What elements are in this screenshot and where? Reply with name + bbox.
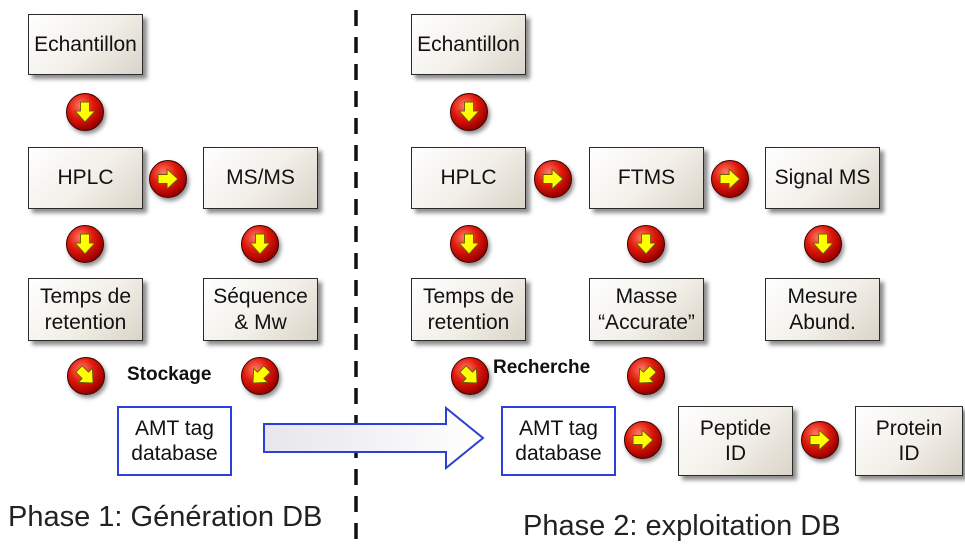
arrow-down-icon — [450, 93, 488, 131]
arrow-down-right-icon — [67, 357, 105, 395]
p2-echantillon-box: Echantillon — [411, 14, 526, 75]
arrow-right-icon — [624, 421, 662, 459]
p1-sequence-mw-label: Séquence & Mw — [213, 285, 308, 334]
p1-msms-box: MS/MS — [203, 147, 318, 209]
phase1-title: Phase 1: Génération DB — [8, 501, 323, 533]
arrow-right-icon — [149, 160, 187, 198]
stockage-label: Stockage — [127, 364, 212, 385]
p2-amt-database-box: AMT tag database — [501, 406, 616, 476]
arrow-right-icon — [534, 160, 572, 198]
p2-temps-retention-box: Temps de retention — [411, 278, 526, 341]
p1-echantillon-box: Echantillon — [28, 14, 143, 75]
arrow-down-icon — [241, 225, 279, 263]
arrow-right-icon — [801, 421, 839, 459]
p2-mesure-abund-label: Mesure Abund. — [787, 285, 858, 334]
p1-msms-label: MS/MS — [226, 166, 295, 190]
block-arrow-right-icon — [263, 405, 485, 471]
p2-signal-ms-box: Signal MS — [765, 147, 880, 209]
arrow-down-icon — [66, 225, 104, 263]
arrow-down-right-icon — [451, 357, 489, 395]
arrow-down-left-icon — [627, 357, 665, 395]
p1-amt-database-label: AMT tag database — [131, 416, 218, 465]
p1-temps-retention-box: Temps de retention — [28, 278, 143, 341]
p2-peptide-id-box: Peptide ID — [678, 406, 793, 476]
p2-mesure-abund-box: Mesure Abund. — [765, 278, 880, 341]
p1-hplc-label: HPLC — [57, 166, 114, 190]
p2-hplc-box: HPLC — [411, 147, 526, 209]
p2-temps-retention-label: Temps de retention — [422, 285, 515, 334]
p1-temps-retention-label: Temps de retention — [39, 285, 132, 334]
p2-echantillon-label: Echantillon — [417, 32, 520, 56]
arrow-down-icon — [627, 225, 665, 263]
p1-sequence-mw-box: Séquence & Mw — [203, 278, 318, 341]
arrow-down-icon — [66, 93, 104, 131]
p2-masse-accurate-box: Masse “Accurate” — [589, 278, 704, 341]
p2-protein-id-label: Protein ID — [875, 416, 943, 465]
arrow-down-left-icon — [241, 357, 279, 395]
p2-signal-ms-label: Signal MS — [774, 166, 871, 190]
p1-hplc-box: HPLC — [28, 147, 143, 209]
p2-ftms-label: FTMS — [617, 166, 676, 190]
p2-masse-accurate-label: Masse “Accurate” — [598, 285, 695, 334]
p1-echantillon-label: Echantillon — [34, 32, 137, 56]
arrow-down-icon — [804, 225, 842, 263]
arrow-down-icon — [450, 225, 488, 263]
arrow-right-icon — [711, 160, 749, 198]
recherche-label: Recherche — [493, 357, 591, 378]
p2-hplc-label: HPLC — [440, 166, 497, 190]
p2-amt-database-label: AMT tag database — [515, 416, 602, 465]
p1-amt-database-box: AMT tag database — [117, 406, 232, 476]
p2-ftms-box: FTMS — [589, 147, 704, 209]
p2-peptide-id-label: Peptide ID — [699, 416, 772, 465]
p2-protein-id-box: Protein ID — [855, 406, 963, 476]
phase2-title: Phase 2: exploitation DB — [523, 510, 841, 542]
phase-divider — [354, 10, 358, 546]
